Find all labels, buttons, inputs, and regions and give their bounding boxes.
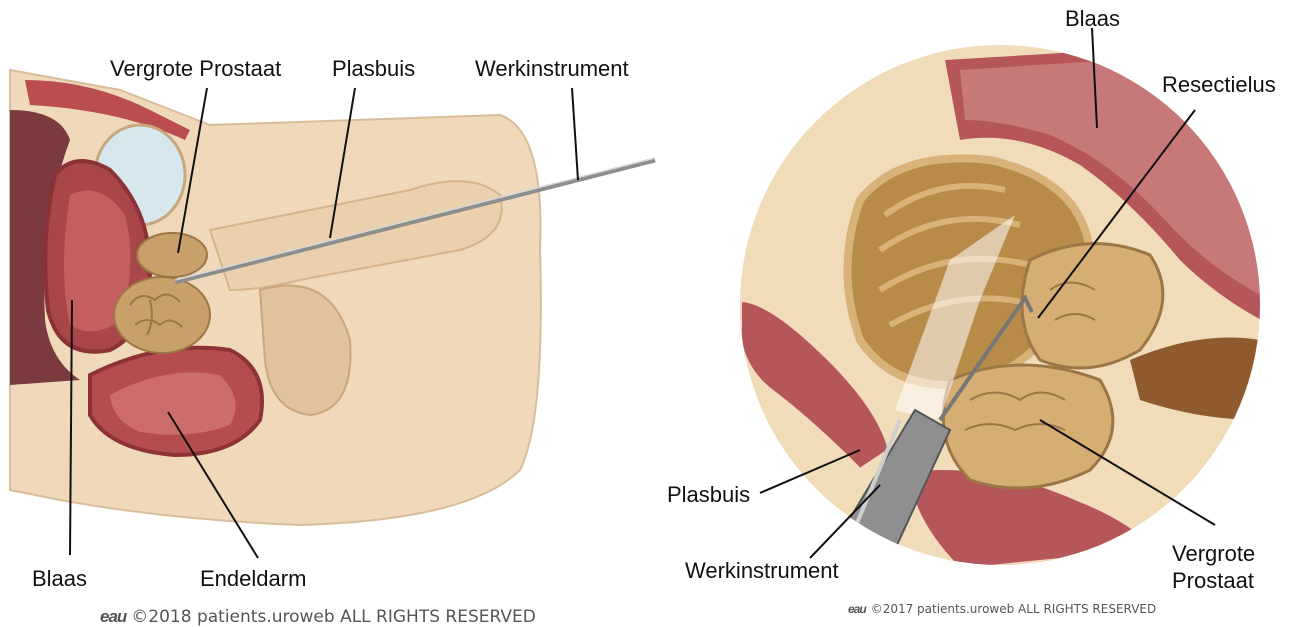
label-urethra: Plasbuis xyxy=(667,484,750,506)
eau-logo: eau xyxy=(848,602,866,616)
prostate-lobe-right xyxy=(1022,244,1163,368)
label-resection-loop: Resectielus xyxy=(1162,74,1276,96)
copyright-text: ©2018 patients.uroweb ALL RIGHTS RESERVE… xyxy=(131,607,536,627)
label-enlarged-prostate-line2: Prostaat xyxy=(1172,570,1254,592)
copyright-notice-right: eau ©2017 patients.uroweb ALL RIGHTS RESE… xyxy=(848,603,1156,615)
sagittal-illustration-panel: Vergrote Prostaat Plasbuis Werkinstrumen… xyxy=(0,0,660,626)
eau-logo: eau xyxy=(100,607,126,626)
label-rectum: Endeldarm xyxy=(200,568,306,590)
prostate-organ-upper xyxy=(137,233,207,277)
prostate-lobe-lower xyxy=(943,365,1113,488)
sagittal-anatomy-drawing xyxy=(0,0,660,626)
label-instrument: Werkinstrument xyxy=(475,58,629,80)
label-bladder: Blaas xyxy=(32,568,87,590)
label-enlarged-prostate-line1: Vergrote xyxy=(1172,543,1255,565)
label-instrument: Werkinstrument xyxy=(685,560,839,582)
label-urethra: Plasbuis xyxy=(332,58,415,80)
prostate-organ-lower xyxy=(114,277,210,353)
copyright-text: ©2017 patients.uroweb ALL RIGHTS RESERVE… xyxy=(871,602,1157,616)
copyright-notice-left: eau ©2018 patients.uroweb ALL RIGHTS RESE… xyxy=(100,608,536,626)
endoscopic-illustration-panel: Blaas Resectielus Plasbuis Werkinstrumen… xyxy=(660,0,1293,626)
label-bladder: Blaas xyxy=(1065,8,1120,30)
label-enlarged-prostate: Vergrote Prostaat xyxy=(110,58,281,80)
